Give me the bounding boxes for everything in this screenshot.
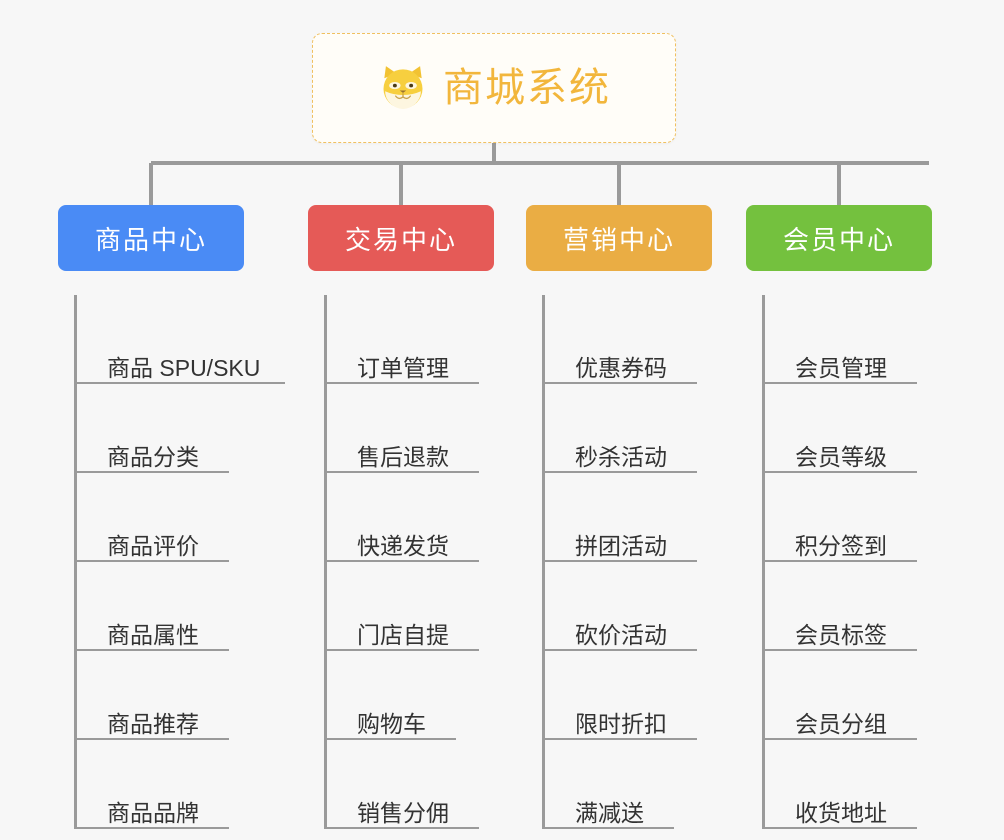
leaf-underline	[327, 738, 456, 740]
category-column-0: 商品中心商品 SPU/SKU 商品分类商品评价商品属性商品推荐商品品牌	[58, 205, 285, 829]
leaf-list: 优惠券码秒杀活动拼团活动砍价活动限时折扣满减送	[542, 295, 712, 829]
leaf-item[interactable]: 会员标签	[765, 562, 932, 651]
category-box[interactable]: 会员中心	[746, 205, 932, 271]
leaf-label: 商品 SPU/SKU	[107, 354, 261, 381]
leaf-label: 订单管理	[357, 354, 449, 381]
leaf-label: 拼团活动	[575, 532, 667, 559]
leaf-underline	[77, 827, 229, 829]
leaf-underline	[77, 471, 229, 473]
leaf-label: 会员标签	[795, 621, 887, 648]
category-title: 商品中心	[94, 224, 207, 255]
leaf-label: 满减送	[575, 799, 644, 826]
leaf-label: 商品推荐	[107, 710, 199, 737]
category-column-1: 交易中心订单管理售后退款快递发货门店自提购物车销售分佣	[308, 205, 494, 829]
category-column-3: 会员中心会员管理会员等级积分签到会员标签会员分组收货地址	[746, 205, 932, 829]
leaf-underline	[327, 649, 479, 651]
leaf-underline	[765, 738, 917, 740]
leaf-list: 订单管理售后退款快递发货门店自提购物车销售分佣	[324, 295, 494, 829]
leaf-item[interactable]: 快递发货	[327, 473, 494, 562]
leaf-list: 商品 SPU/SKU 商品分类商品评价商品属性商品推荐商品品牌	[74, 295, 285, 829]
category-title: 交易中心	[344, 224, 457, 255]
leaf-label: 商品品牌	[107, 799, 199, 826]
leaf-item[interactable]: 商品 SPU/SKU	[77, 295, 285, 384]
leaf-item[interactable]: 收货地址	[765, 740, 932, 829]
leaf-underline	[545, 382, 697, 384]
leaf-underline	[77, 738, 229, 740]
leaf-label: 收货地址	[795, 799, 887, 826]
leaf-item[interactable]: 购物车	[327, 651, 494, 740]
leaf-item[interactable]: 会员管理	[765, 295, 932, 384]
leaf-underline	[545, 827, 674, 829]
leaf-underline	[765, 649, 917, 651]
leaf-underline	[765, 471, 917, 473]
category-title: 会员中心	[782, 224, 895, 255]
leaf-underline	[327, 471, 479, 473]
leaf-label: 会员等级	[795, 443, 887, 470]
leaf-label: 砍价活动	[575, 621, 667, 648]
leaf-item[interactable]: 积分签到	[765, 473, 932, 562]
category-box[interactable]: 商品中心	[58, 205, 244, 271]
leaf-item[interactable]: 商品推荐	[77, 651, 244, 740]
category-column-2: 营销中心优惠券码秒杀活动拼团活动砍价活动限时折扣满减送	[526, 205, 712, 829]
root-node[interactable]: 商城系统	[312, 33, 676, 143]
leaf-label: 购物车	[357, 710, 426, 737]
leaf-label: 秒杀活动	[575, 443, 667, 470]
leaf-underline	[327, 382, 479, 384]
leaf-label: 商品评价	[107, 532, 199, 559]
leaf-item[interactable]: 拼团活动	[545, 473, 712, 562]
leaf-item[interactable]: 秒杀活动	[545, 384, 712, 473]
leaf-label: 快递发货	[357, 532, 449, 559]
leaf-label: 售后退款	[357, 443, 449, 470]
leaf-underline	[765, 382, 917, 384]
shiba-dog-icon	[383, 66, 423, 110]
leaf-underline	[765, 827, 917, 829]
leaf-item[interactable]: 优惠券码	[545, 295, 712, 384]
leaf-label: 限时折扣	[575, 710, 667, 737]
leaf-label: 商品属性	[107, 621, 199, 648]
leaf-underline	[327, 827, 479, 829]
leaf-underline	[545, 560, 697, 562]
leaf-list: 会员管理会员等级积分签到会员标签会员分组收货地址	[762, 295, 932, 829]
leaf-underline	[77, 382, 285, 384]
leaf-underline	[765, 560, 917, 562]
category-title: 营销中心	[562, 224, 675, 255]
leaf-label: 优惠券码	[575, 354, 667, 381]
leaf-item[interactable]: 限时折扣	[545, 651, 712, 740]
leaf-item[interactable]: 满减送	[545, 740, 712, 829]
leaf-label: 会员管理	[795, 354, 887, 381]
leaf-item[interactable]: 销售分佣	[327, 740, 494, 829]
leaf-underline	[77, 560, 229, 562]
leaf-underline	[545, 471, 697, 473]
leaf-item[interactable]: 会员分组	[765, 651, 932, 740]
leaf-label: 门店自提	[357, 621, 449, 648]
leaf-item[interactable]: 售后退款	[327, 384, 494, 473]
leaf-underline	[545, 649, 697, 651]
leaf-item[interactable]: 商品评价	[77, 473, 244, 562]
root-title: 商城系统	[443, 66, 611, 110]
leaf-underline	[545, 738, 697, 740]
leaf-item[interactable]: 商品品牌	[77, 740, 244, 829]
leaf-label: 会员分组	[795, 710, 887, 737]
leaf-label: 积分签到	[795, 532, 887, 559]
category-box[interactable]: 交易中心	[308, 205, 494, 271]
leaf-item[interactable]: 商品分类	[77, 384, 244, 473]
leaf-underline	[77, 649, 229, 651]
leaf-label: 销售分佣	[357, 799, 449, 826]
leaf-label: 商品分类	[107, 443, 199, 470]
leaf-item[interactable]: 会员等级	[765, 384, 932, 473]
leaf-item[interactable]: 砍价活动	[545, 562, 712, 651]
leaf-item[interactable]: 门店自提	[327, 562, 494, 651]
leaf-item[interactable]: 商品属性	[77, 562, 244, 651]
category-box[interactable]: 营销中心	[526, 205, 712, 271]
leaf-underline	[327, 560, 479, 562]
leaf-item[interactable]: 订单管理	[327, 295, 494, 384]
